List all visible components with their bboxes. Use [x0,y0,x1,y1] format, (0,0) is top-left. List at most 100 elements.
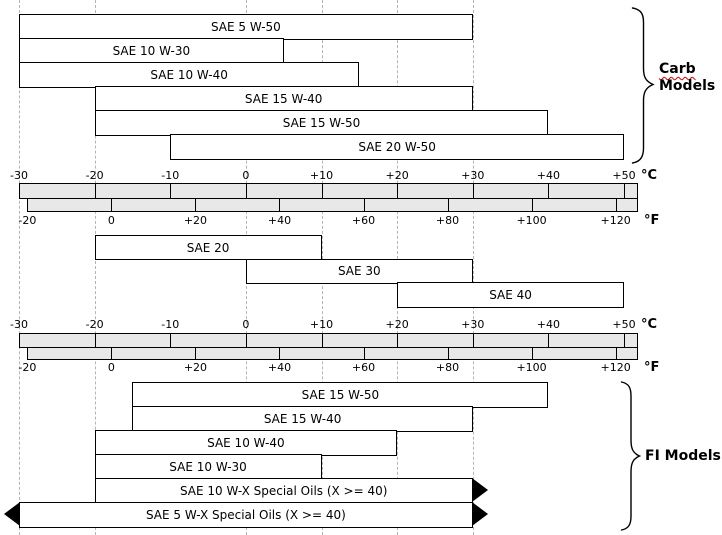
fahrenheit-scale-tick [363,348,365,359]
celsius-tick-label: -20 [85,169,104,182]
celsius-tick-label: +20 [385,318,409,331]
fahrenheit-tick-label: +80 [435,214,460,227]
celsius-tick-label: +40 [536,169,560,182]
fahrenheit-tick-label: +40 [267,214,292,227]
celsius-tick-label: +50 [612,169,636,182]
celsius-tick-label: +20 [385,169,409,182]
oil-bar-label: SAE 15 W-50 [282,115,361,130]
fahrenheit-unit-label: °F [644,360,660,375]
fahrenheit-scale-tick [615,348,617,359]
celsius-tick-label: -10 [161,318,180,331]
oil-bar-label: SAE 20 [186,240,230,255]
celsius-unit-label: °C [641,168,658,183]
fahrenheit-tick-label: +60 [351,214,376,227]
oil-bar-label: SAE 10 W-40 [150,67,228,82]
celsius-tick-label: -10 [161,169,180,182]
celsius-scale-tick [245,184,247,198]
fahrenheit-tick-label: 0 [107,214,115,227]
oil-bar-label: SAE 10 W-40 [207,435,285,450]
oil-range-bar: SAE 20 W-50 [170,134,624,160]
celsius-scale-tick [170,334,172,347]
range-extends-right-arrow-icon [471,502,488,526]
celsius-tick-label: -20 [85,318,104,331]
celsius-tick-label: +10 [309,169,334,182]
range-extends-right-arrow-icon [471,478,488,502]
celsius-scale-tick [94,334,96,347]
oil-range-bar: SAE 10 W-X Special Oils (X >= 40) [94,478,473,504]
oil-range-bar: SAE 30 [245,258,473,284]
fahrenheit-scale-tick [111,199,113,211]
fi-brace-icon [620,381,642,531]
celsius-tick-label: +10 [309,318,334,331]
gridline [472,0,474,535]
fahrenheit-scale-bar [27,347,638,360]
fahrenheit-scale-bar [27,198,638,212]
fahrenheit-scale-tick [615,199,617,211]
fahrenheit-scale-tick [447,348,449,359]
carb-models-label-line2: Models [659,78,716,94]
fahrenheit-tick-label: +40 [267,361,292,374]
fahrenheit-tick-label: +80 [435,361,460,374]
oil-range-bar: SAE 15 W-50 [132,382,549,408]
oil-bar-label: SAE 20 W-50 [358,139,436,154]
celsius-scale-tick [397,184,399,198]
range-extends-left-arrow-icon [4,502,20,526]
oil-bar-label: SAE 10 W-X Special Oils (X >= 40) [179,483,388,498]
fahrenheit-scale-tick [447,199,449,211]
fahrenheit-scale-tick [195,199,197,211]
celsius-scale-tick [472,184,474,198]
fahrenheit-tick-label: +100 [516,214,547,227]
oil-bar-label: SAE 5 W-50 [210,19,281,34]
fahrenheit-tick-label: +120 [600,361,631,374]
fahrenheit-scale-tick [531,348,533,359]
celsius-scale-tick [170,184,172,198]
oil-bar-label: SAE 15 W-40 [244,91,323,106]
fahrenheit-scale-tick [111,348,113,359]
gridline [94,0,96,535]
fahrenheit-tick-label: +60 [351,361,376,374]
celsius-scale-tick [94,184,96,198]
celsius-scale-bar [19,333,638,348]
oil-bar-label: SAE 10 W-30 [169,459,247,474]
fahrenheit-scale-tick [363,199,365,211]
oil-bar-label: SAE 5 W-X Special Oils (X >= 40) [145,507,346,522]
celsius-scale-bar [19,183,638,199]
oil-range-bar: SAE 10 W-30 [94,454,322,480]
oil-range-bar: SAE 5 W-50 [19,14,473,40]
carb-models-label: Carb Models [659,61,715,95]
celsius-scale-tick [548,184,550,198]
oil-range-bar: SAE 10 W-40 [94,430,398,456]
celsius-scale-tick [624,334,625,347]
oil-range-bar: SAE 10 W-40 [19,62,360,88]
celsius-scale-tick [321,184,323,198]
fahrenheit-tick-label: -20 [18,214,37,227]
fahrenheit-unit-label: °F [644,213,660,228]
fahrenheit-tick-label: 0 [107,361,115,374]
gridline [19,0,20,535]
fahrenheit-tick-label: +20 [183,361,208,374]
oil-range-bar: SAE 15 W-50 [94,110,549,136]
oil-bar-label: SAE 15 W-50 [301,387,380,402]
oil-bar-label: SAE 40 [489,287,532,302]
celsius-scale-tick [472,334,474,347]
fahrenheit-scale-tick [279,199,281,211]
fahrenheit-scale-tick [531,199,533,211]
fahrenheit-tick-label: -20 [18,361,37,374]
fahrenheit-scale-tick [279,348,281,359]
oil-bar-label: SAE 30 [337,264,381,279]
oil-range-bar: SAE 15 W-40 [132,406,473,432]
celsius-scale-tick [624,184,625,198]
oil-range-bar: SAE 10 W-30 [19,38,284,64]
fahrenheit-tick-label: +20 [183,214,208,227]
celsius-scale-tick [245,334,247,347]
oil-bar-label: SAE 10 W-30 [112,43,191,58]
celsius-tick-label: -30 [10,318,28,331]
celsius-scale-tick [321,334,323,347]
carb-brace-icon [631,7,655,164]
fahrenheit-tick-label: +100 [516,361,547,374]
celsius-tick-label: +40 [536,318,560,331]
celsius-tick-label: +50 [612,318,636,331]
fahrenheit-tick-label: +120 [600,214,631,227]
celsius-tick-label: 0 [242,169,250,182]
